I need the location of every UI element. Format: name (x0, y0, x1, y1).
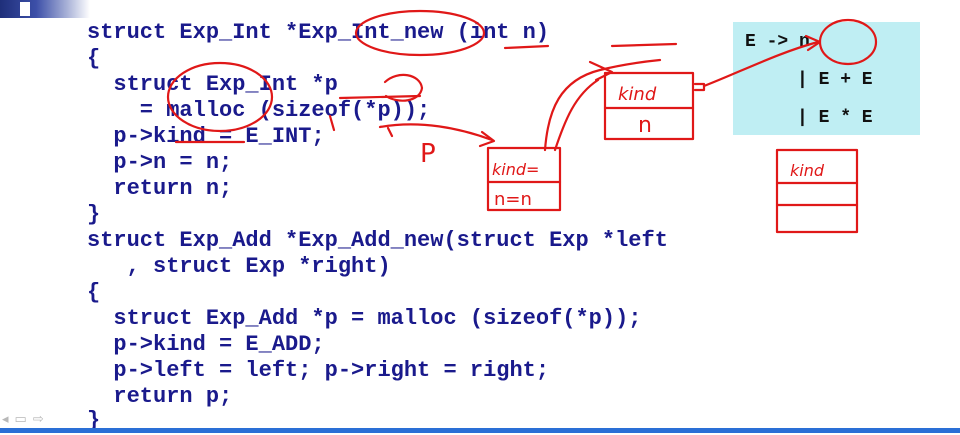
link-box2-box1 (543, 58, 662, 152)
arrowhead-box1 (588, 60, 614, 82)
tick-mark (328, 114, 336, 132)
box1-bottom-label: n (638, 113, 652, 138)
menu-icon[interactable]: ▭ (14, 411, 27, 426)
box1-pointer-slot (693, 82, 706, 92)
box2-top-label: kind= (492, 160, 539, 179)
memory-box-1 (603, 71, 695, 141)
grammar-rule: | E + E (797, 70, 873, 90)
header-mark (20, 2, 30, 16)
link-box2-box1-b (553, 78, 600, 152)
circle-exp-int-new (354, 9, 486, 57)
code-line: struct Exp_Int *p (87, 72, 338, 97)
circle-star-p (383, 73, 424, 102)
grammar-rule: | E * E (797, 108, 873, 128)
underline-new (503, 44, 550, 50)
p-label: P (420, 139, 436, 169)
box1-top-label: kind (618, 84, 657, 105)
code-line: , struct Exp *right) (87, 254, 391, 279)
code-line: return n; (87, 176, 233, 201)
code-line: } (87, 202, 101, 227)
next-slide-icon[interactable]: ⇨ (32, 411, 44, 426)
code-line: p->n = n; (87, 150, 233, 175)
slide-nav-controls: ◂ ▭ ⇨ (2, 411, 44, 427)
grammar-rule: E -> n (745, 32, 810, 52)
code-line: p->left = left; p->right = right; (87, 358, 550, 383)
box3-top-label: kind (790, 161, 825, 180)
memory-box-2 (486, 146, 562, 212)
bottom-rule (0, 428, 960, 433)
code-line: struct Exp_Add *Exp_Add_new(struct Exp *… (87, 228, 668, 253)
arrow-to-n (702, 40, 820, 88)
arrowhead-box2 (478, 130, 496, 148)
arrow-to-box2 (378, 123, 494, 142)
memory-box-3 (775, 148, 859, 234)
code-line: { (87, 46, 101, 71)
circle-grammar-n (818, 18, 878, 66)
code-line: return p; (87, 384, 233, 409)
code-line: p->kind = E_ADD; (87, 332, 325, 357)
grammar-box: E -> n | E + E | E * E (733, 22, 920, 135)
prev-slide-icon[interactable]: ◂ (2, 411, 9, 426)
tick-mark (386, 126, 394, 138)
circle-malloc (166, 61, 274, 133)
code-line: { (87, 280, 101, 305)
code-line: struct Exp_Add *p = malloc (sizeof(*p)); (87, 306, 642, 331)
slide-header-bar (0, 0, 90, 18)
underline-int-n (610, 42, 678, 48)
box2-bottom-label: n=n (494, 189, 532, 210)
underline-p (338, 94, 422, 100)
code-line: } (87, 408, 101, 433)
